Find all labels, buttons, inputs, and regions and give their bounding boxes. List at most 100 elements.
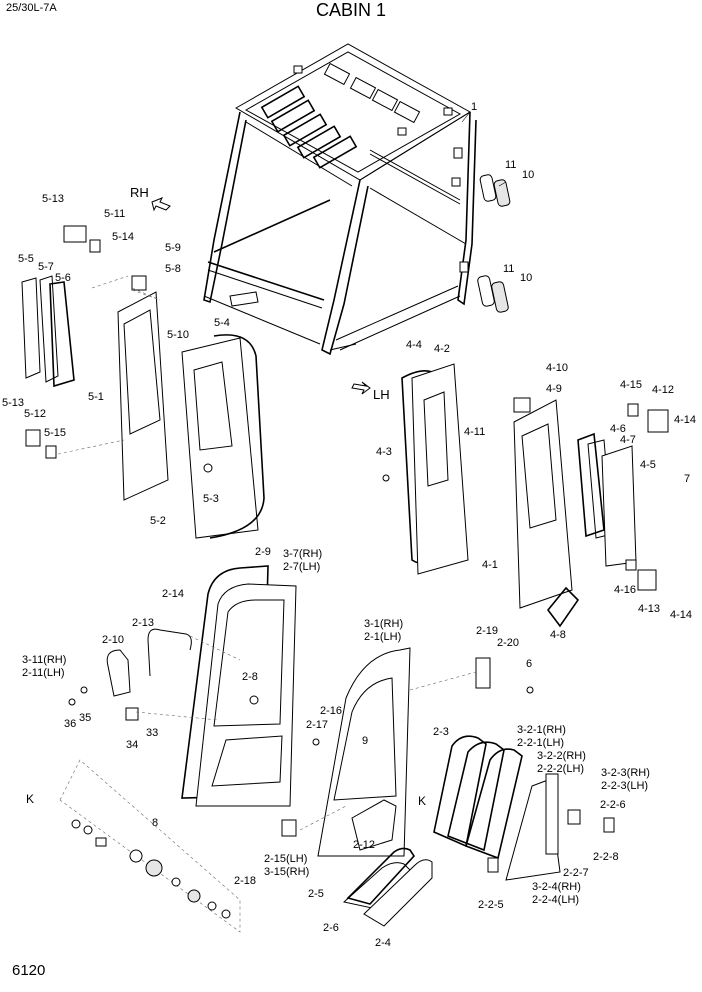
callout-7: 7 bbox=[684, 473, 690, 485]
callout-4-7: 4-7 bbox=[620, 434, 636, 446]
callout-2-20: 2-20 bbox=[497, 637, 519, 649]
callout-5-5: 5-5 bbox=[18, 253, 34, 265]
callout-2-14: 2-14 bbox=[162, 588, 184, 600]
callout-k-right: K bbox=[418, 794, 426, 808]
callout-2-6: 2-6 bbox=[323, 922, 339, 934]
callout-2-2-5: 2-2-5 bbox=[478, 899, 504, 911]
callout-34: 34 bbox=[126, 739, 138, 751]
callout-2-12: 2-12 bbox=[353, 839, 375, 851]
callout-4-12: 4-12 bbox=[652, 384, 674, 396]
rh-window-assembly bbox=[21, 225, 265, 539]
callout-5-13-bottom: 5-13 bbox=[2, 397, 24, 409]
callout-2-4: 2-4 bbox=[375, 937, 391, 949]
callout-5-13-top: 5-13 bbox=[42, 193, 64, 205]
callout-3-11-rh: 3-11(RH) bbox=[22, 654, 66, 666]
callout-2-11-lh: 2-11(LH) bbox=[22, 667, 65, 679]
callout-5-9: 5-9 bbox=[165, 242, 181, 254]
callout-2-15-lh: 2-15(LH) bbox=[264, 853, 307, 865]
callout-2-10: 2-10 bbox=[102, 634, 124, 646]
callout-4-11: 4-11 bbox=[464, 426, 485, 438]
callout-4-4: 4-4 bbox=[406, 339, 422, 351]
callout-3-2-3-rh: 3-2-3(RH) bbox=[601, 767, 650, 779]
callout-2-9: 2-9 bbox=[255, 546, 271, 558]
cabin-frame bbox=[203, 43, 477, 356]
callout-11-lower: 11 bbox=[503, 263, 514, 275]
callout-5-6: 5-6 bbox=[55, 272, 71, 284]
callout-k-left: K bbox=[26, 792, 34, 806]
callout-2-16: 2-16 bbox=[320, 705, 342, 717]
callout-9: 9 bbox=[362, 735, 368, 747]
page-title: CABIN 1 bbox=[315, 0, 387, 20]
callout-2-1-lh: 2-1(LH) bbox=[364, 631, 401, 643]
callout-3-2-2-rh: 3-2-2(RH) bbox=[537, 750, 586, 762]
rh-arrow bbox=[151, 197, 171, 212]
callout-4-15: 4-15 bbox=[620, 379, 642, 391]
callout-2-2-6: 2-2-6 bbox=[600, 799, 626, 811]
callout-5-8: 5-8 bbox=[165, 263, 181, 275]
callout-5-2: 5-2 bbox=[150, 515, 166, 527]
callout-5-3: 5-3 bbox=[203, 493, 219, 505]
callout-2-13: 2-13 bbox=[132, 617, 154, 629]
callout-36: 36 bbox=[64, 718, 76, 730]
callout-5-4: 5-4 bbox=[214, 317, 230, 329]
callout-4-14-top: 4-14 bbox=[674, 414, 696, 426]
callout-5-14: 5-14 bbox=[112, 231, 134, 243]
lock-detail-k bbox=[59, 759, 241, 933]
callout-2-17: 2-17 bbox=[306, 719, 328, 731]
callout-5-10: 5-10 bbox=[167, 329, 189, 341]
callout-3-7-rh: 3-7(RH) bbox=[283, 548, 322, 560]
callout-8: 8 bbox=[152, 817, 158, 829]
callout-11-upper: 11 bbox=[505, 159, 516, 171]
vent-lower bbox=[477, 275, 509, 313]
callout-2-5: 2-5 bbox=[308, 888, 324, 900]
callout-4-14-bottom: 4-14 bbox=[670, 609, 692, 621]
callout-3-1-rh: 3-1(RH) bbox=[364, 618, 403, 630]
vent-upper bbox=[479, 174, 511, 207]
lh-window-assembly bbox=[382, 363, 669, 628]
callout-2-19: 2-19 bbox=[476, 625, 498, 637]
callout-2-2-1-lh: 2-2-1(LH) bbox=[517, 737, 564, 749]
rh-label: RH bbox=[130, 185, 149, 200]
callout-5-1: 5-1 bbox=[88, 391, 104, 403]
callout-3-2-1-rh: 3-2-1(RH) bbox=[517, 724, 566, 736]
door-main bbox=[281, 647, 534, 857]
callout-2-2-4-lh: 2-2-4(LH) bbox=[532, 894, 579, 906]
model-code: 25/30L-7A bbox=[6, 2, 57, 14]
callout-1: 1 bbox=[471, 101, 477, 113]
callout-5-15: 5-15 bbox=[44, 427, 66, 439]
callout-5-11: 5-11 bbox=[104, 208, 125, 220]
lh-label: LH bbox=[373, 387, 390, 402]
callout-4-10: 4-10 bbox=[546, 362, 568, 374]
callout-4-16: 4-16 bbox=[614, 584, 636, 596]
callout-10-lower: 10 bbox=[520, 272, 532, 284]
callout-2-7-lh: 2-7(LH) bbox=[283, 561, 320, 573]
callout-6: 6 bbox=[526, 658, 532, 670]
callout-33: 33 bbox=[146, 727, 158, 739]
callout-4-8: 4-8 bbox=[550, 629, 566, 641]
callout-2-2-8: 2-2-8 bbox=[593, 851, 619, 863]
callout-4-13: 4-13 bbox=[638, 603, 660, 615]
callout-4-9: 4-9 bbox=[546, 383, 562, 395]
page-number: 6120 bbox=[12, 962, 46, 979]
callout-5-7: 5-7 bbox=[38, 261, 54, 273]
callout-4-1: 4-1 bbox=[482, 559, 498, 571]
callout-4-3: 4-3 bbox=[376, 446, 392, 458]
callout-2-2-2-lh: 2-2-2(LH) bbox=[537, 763, 584, 775]
callout-35: 35 bbox=[79, 712, 91, 724]
callout-2-8: 2-8 bbox=[242, 671, 258, 683]
door-window-glass bbox=[342, 735, 615, 927]
callout-4-5: 4-5 bbox=[640, 459, 656, 471]
lh-arrow bbox=[351, 381, 371, 395]
door-frame-left bbox=[68, 565, 297, 807]
callout-2-18: 2-18 bbox=[234, 875, 256, 887]
callout-5-12: 5-12 bbox=[24, 408, 46, 420]
callout-2-2-7: 2-2-7 bbox=[563, 867, 589, 879]
callout-3-15-rh: 3-15(RH) bbox=[264, 866, 309, 878]
callout-4-2: 4-2 bbox=[434, 343, 450, 355]
callout-2-2-3-lh: 2-2-3(LH) bbox=[601, 780, 648, 792]
callout-2-3: 2-3 bbox=[433, 726, 449, 738]
callout-10-upper: 10 bbox=[522, 169, 534, 181]
callout-3-2-4-rh: 3-2-4(RH) bbox=[532, 881, 581, 893]
